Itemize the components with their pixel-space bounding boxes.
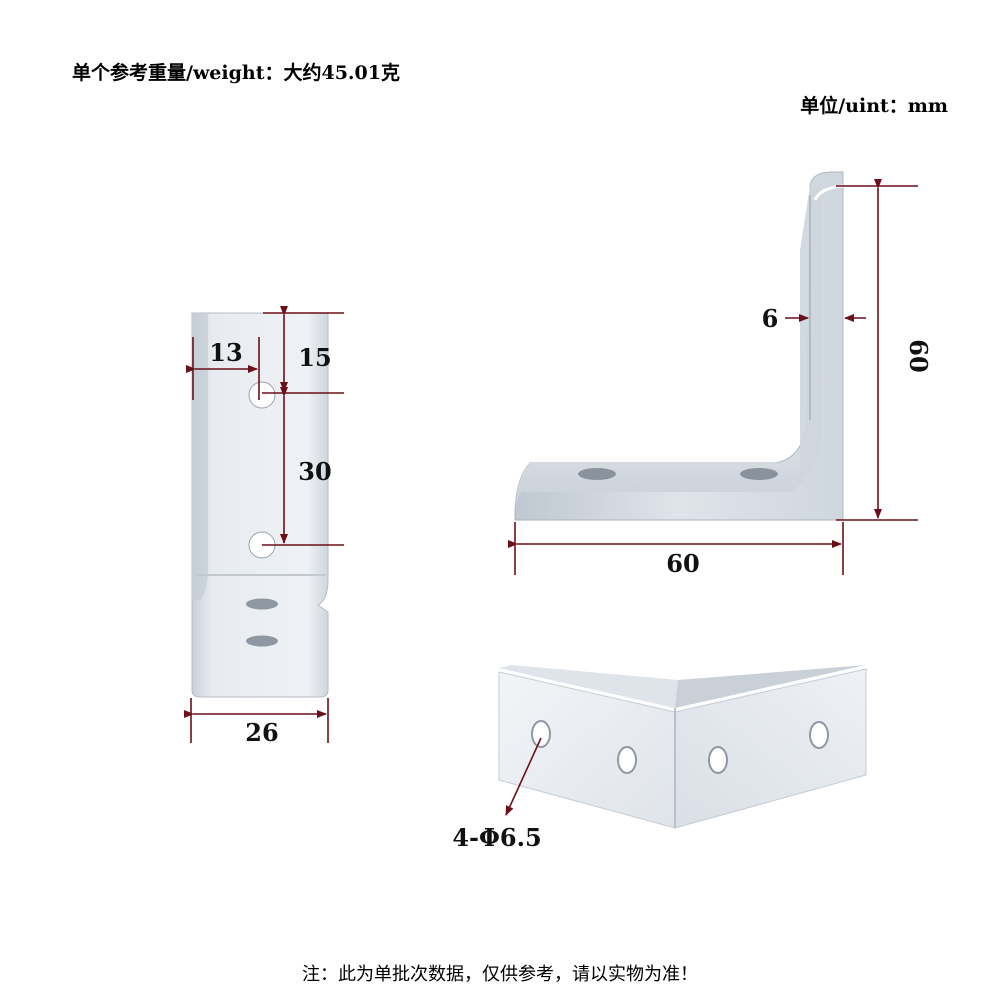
dim-thickness: 6 bbox=[762, 304, 779, 333]
dim-side-length: 60 bbox=[666, 549, 699, 578]
weight-label: 单个参考重量/weight：大约45.01克 bbox=[72, 62, 400, 84]
front-hole-base-2 bbox=[246, 635, 278, 647]
iso-hole-1 bbox=[531, 720, 551, 748]
dim-hole-spacing: 30 bbox=[298, 457, 331, 486]
footer-note: 注：此为单批次数据，仅供参考，请以实物为准！ bbox=[302, 964, 698, 985]
iso-hole-2 bbox=[617, 746, 637, 774]
front-hole-base-1 bbox=[246, 598, 278, 610]
iso-view: 4-Φ6.5 bbox=[452, 665, 867, 852]
iso-hole-4 bbox=[809, 721, 829, 749]
side-hole-1 bbox=[578, 468, 616, 480]
dim-hole-spec: 4-Φ6.5 bbox=[452, 823, 541, 852]
side-view: 6 60 60 bbox=[508, 171, 933, 578]
front-hole-upper bbox=[248, 381, 276, 409]
dim-front-width: 26 bbox=[245, 718, 278, 747]
side-hole-2 bbox=[740, 468, 778, 480]
dim-top-to-hole: 15 bbox=[298, 343, 331, 372]
front-view: 13 15 30 26 bbox=[184, 306, 344, 747]
unit-label: 单位/uint：mm bbox=[800, 95, 948, 117]
iso-hole-3 bbox=[708, 746, 728, 774]
dim-side-height: 60 bbox=[904, 339, 933, 372]
dim-hole-offset: 13 bbox=[209, 338, 242, 367]
